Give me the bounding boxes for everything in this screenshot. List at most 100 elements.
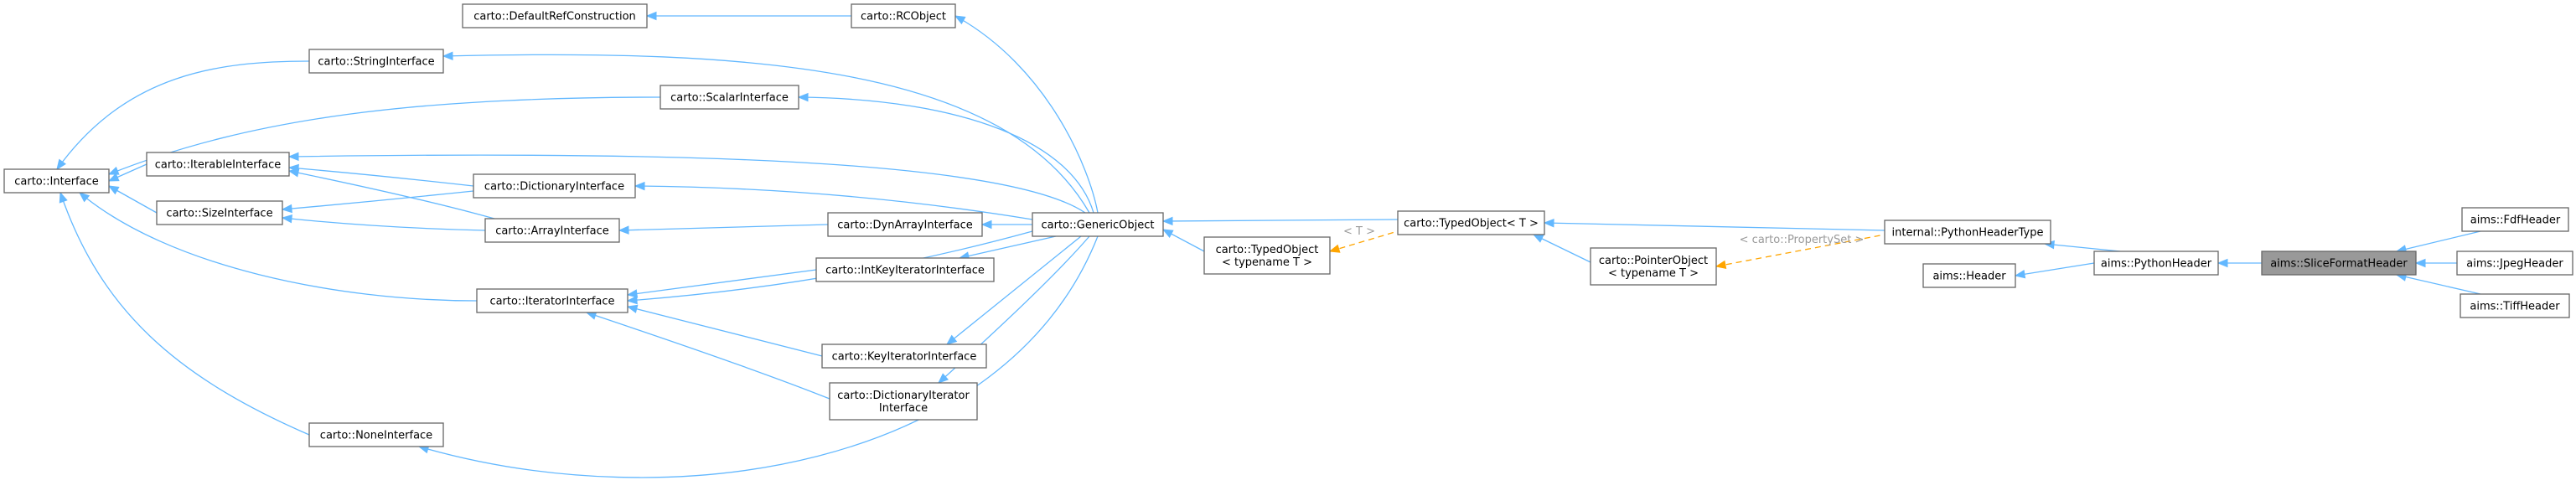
class-node-noneInterface[interactable]: carto::NoneInterface bbox=[308, 422, 444, 447]
edge-array-interface-size bbox=[282, 217, 486, 231]
edge-tiff-slice bbox=[2396, 274, 2481, 295]
arrow-head-dynarray-array bbox=[618, 225, 629, 235]
edge-pointerobject-template bbox=[1715, 234, 1885, 267]
arrow-head-jpeg-slice bbox=[2414, 258, 2426, 268]
arrow-head-keyiter-iterator bbox=[626, 304, 639, 313]
edge-label-typedObjectTemplate: < T > bbox=[1343, 225, 1375, 238]
edge-go-intkey bbox=[959, 235, 1057, 259]
class-node-label: carto::IntKeyIteratorInterface bbox=[825, 265, 985, 277]
arrow-head-go-dictionary bbox=[634, 181, 645, 191]
class-node-aimsHeader[interactable]: aims::Header bbox=[1922, 263, 2016, 288]
edge-keyiter-iterator bbox=[627, 306, 823, 357]
arrow-head-go-string bbox=[442, 51, 453, 60]
class-node-interface[interactable]: carto::Interface bbox=[3, 168, 110, 194]
class-node-box bbox=[2261, 250, 2417, 276]
edge-pyheadertype-typedT bbox=[1544, 222, 1885, 231]
arrow-head-array-interface-iter bbox=[287, 168, 300, 178]
class-node-pythonHeader[interactable]: aims::PythonHeader bbox=[2093, 250, 2219, 276]
arrow-head-go-keyiterator bbox=[945, 334, 958, 345]
class-node-tiffHeader[interactable]: aims::TiffHeader bbox=[2460, 293, 2570, 318]
class-node-intKeyIteratorInterface[interactable]: carto::IntKeyIteratorInterface bbox=[815, 257, 995, 282]
class-node-stringInterface[interactable]: carto::StringInterface bbox=[308, 49, 444, 74]
class-node-box bbox=[2460, 293, 2570, 318]
arrow-head-scalar-interface bbox=[107, 166, 120, 175]
class-node-box bbox=[1032, 212, 1164, 237]
arrow-head-pyheadertype-typedT bbox=[1543, 219, 1554, 228]
edge-label-propertySetTemplate: < carto::PropertySet > bbox=[1740, 234, 1865, 246]
class-node-label: carto::SizeInterface bbox=[166, 208, 272, 220]
class-node-label: carto::DictionaryIterator bbox=[837, 390, 970, 402]
class-node-label: aims::JpegHeader bbox=[2466, 258, 2563, 271]
nodes-layer: carto::Interfacecarto::StringInterfaceca… bbox=[3, 3, 2573, 447]
class-node-arrayInterface[interactable]: carto::ArrayInterface bbox=[484, 218, 620, 243]
class-node-box bbox=[146, 152, 290, 177]
class-node-pythonHeaderType[interactable]: internal::PythonHeaderType bbox=[1884, 220, 2051, 245]
class-node-fdfHeader[interactable]: aims::FdfHeader bbox=[2461, 207, 2569, 232]
class-node-label: carto::IteratorInterface bbox=[489, 296, 614, 308]
class-node-label: carto::TypedObject< T > bbox=[1404, 218, 1539, 230]
class-node-dictionaryInterface[interactable]: carto::DictionaryInterface bbox=[473, 173, 636, 199]
class-node-sizeInterface[interactable]: carto::SizeInterface bbox=[156, 200, 283, 225]
edge-array-interface-iter bbox=[288, 170, 495, 220]
class-node-label: carto::DynArrayInterface bbox=[837, 220, 972, 232]
edge-go-dictionary bbox=[634, 185, 1033, 220]
arrow-head-typedobjectT-go bbox=[1161, 229, 1174, 239]
arrow-head-go-rcobject bbox=[954, 15, 966, 25]
edge-labels-layer: < T >< carto::PropertySet > bbox=[1343, 225, 1864, 246]
class-node-label: carto::RCObject bbox=[861, 11, 946, 23]
arrow-head-dictionary-interface-size bbox=[281, 204, 292, 214]
class-node-label: carto::DictionaryInterface bbox=[484, 181, 624, 194]
edge-dictionary-interface-iter bbox=[288, 167, 474, 187]
class-node-jpegHeader[interactable]: aims::JpegHeader bbox=[2456, 250, 2573, 276]
class-node-box bbox=[2461, 207, 2569, 232]
class-node-box bbox=[2093, 250, 2219, 276]
class-node-sliceFormatHeader[interactable]: aims::SliceFormatHeader bbox=[2261, 250, 2417, 276]
class-node-typedObjectTypename[interactable]: carto::TypedObject< typename T > bbox=[1203, 236, 1331, 275]
class-node-box bbox=[1922, 263, 2016, 288]
arrow-head-go-iterable bbox=[287, 152, 299, 162]
class-node-genericObject[interactable]: carto::GenericObject bbox=[1032, 212, 1164, 237]
arrow-head-iterable-interface bbox=[107, 173, 120, 182]
class-node-box bbox=[2456, 250, 2573, 276]
class-node-box bbox=[1397, 210, 1545, 235]
arrow-head-array-interface-size bbox=[281, 214, 292, 224]
arrow-head-typedobject-template bbox=[1328, 244, 1341, 253]
arrow-head-pointerobject-typedT bbox=[1532, 234, 1544, 243]
class-node-label: internal::PythonHeaderType bbox=[1892, 227, 2044, 240]
arrow-head-intkey-iterator bbox=[626, 289, 639, 298]
arrow-head-typedobject-go bbox=[1161, 216, 1173, 226]
class-node-label: carto::PointerObject bbox=[1599, 255, 1708, 267]
class-node-dynArrayInterface[interactable]: carto::DynArrayInterface bbox=[827, 212, 983, 237]
class-node-pointerObject[interactable]: carto::PointerObject< typename T > bbox=[1590, 247, 1717, 286]
arrow-head-go-iterator bbox=[626, 295, 638, 305]
class-node-iterableInterface[interactable]: carto::IterableInterface bbox=[146, 152, 290, 177]
edge-typedobject-go bbox=[1162, 219, 1399, 222]
arrow-head-go-dynarray bbox=[980, 220, 992, 230]
arrow-head-rcobject-defaultref bbox=[645, 11, 657, 21]
edge-dynarray-array bbox=[618, 224, 829, 231]
class-node-box bbox=[308, 422, 444, 447]
class-node-label: aims::PythonHeader bbox=[2101, 258, 2212, 271]
edge-go-iterable bbox=[288, 154, 1086, 214]
class-node-defaultRef[interactable]: carto::DefaultRefConstruction bbox=[462, 3, 648, 28]
class-node-label: carto::DefaultRefConstruction bbox=[473, 11, 636, 23]
class-node-label: aims::FdfHeader bbox=[2470, 214, 2561, 227]
class-node-box bbox=[476, 288, 628, 313]
class-node-keyIteratorInterface[interactable]: carto::KeyIteratorInterface bbox=[821, 343, 987, 369]
class-node-rcObject[interactable]: carto::RCObject bbox=[851, 3, 956, 28]
arrow-head-go-scalar bbox=[797, 92, 809, 102]
arrow-head-string-interface bbox=[56, 158, 66, 171]
class-node-iteratorInterface[interactable]: carto::IteratorInterface bbox=[476, 288, 628, 313]
class-node-box bbox=[829, 382, 978, 421]
class-node-label: carto::ArrayInterface bbox=[495, 225, 608, 238]
class-node-label: carto::Interface bbox=[14, 176, 98, 189]
class-node-box bbox=[1203, 236, 1331, 275]
arrow-head-pointerobject-template bbox=[1715, 260, 1727, 270]
arrow-head-size-interface bbox=[107, 185, 120, 195]
class-node-box bbox=[156, 200, 283, 225]
class-node-scalarInterface[interactable]: carto::ScalarInterface bbox=[660, 85, 799, 110]
class-node-label: < typename T > bbox=[1608, 267, 1699, 280]
class-node-typedObjectT[interactable]: carto::TypedObject< T > bbox=[1397, 210, 1545, 235]
